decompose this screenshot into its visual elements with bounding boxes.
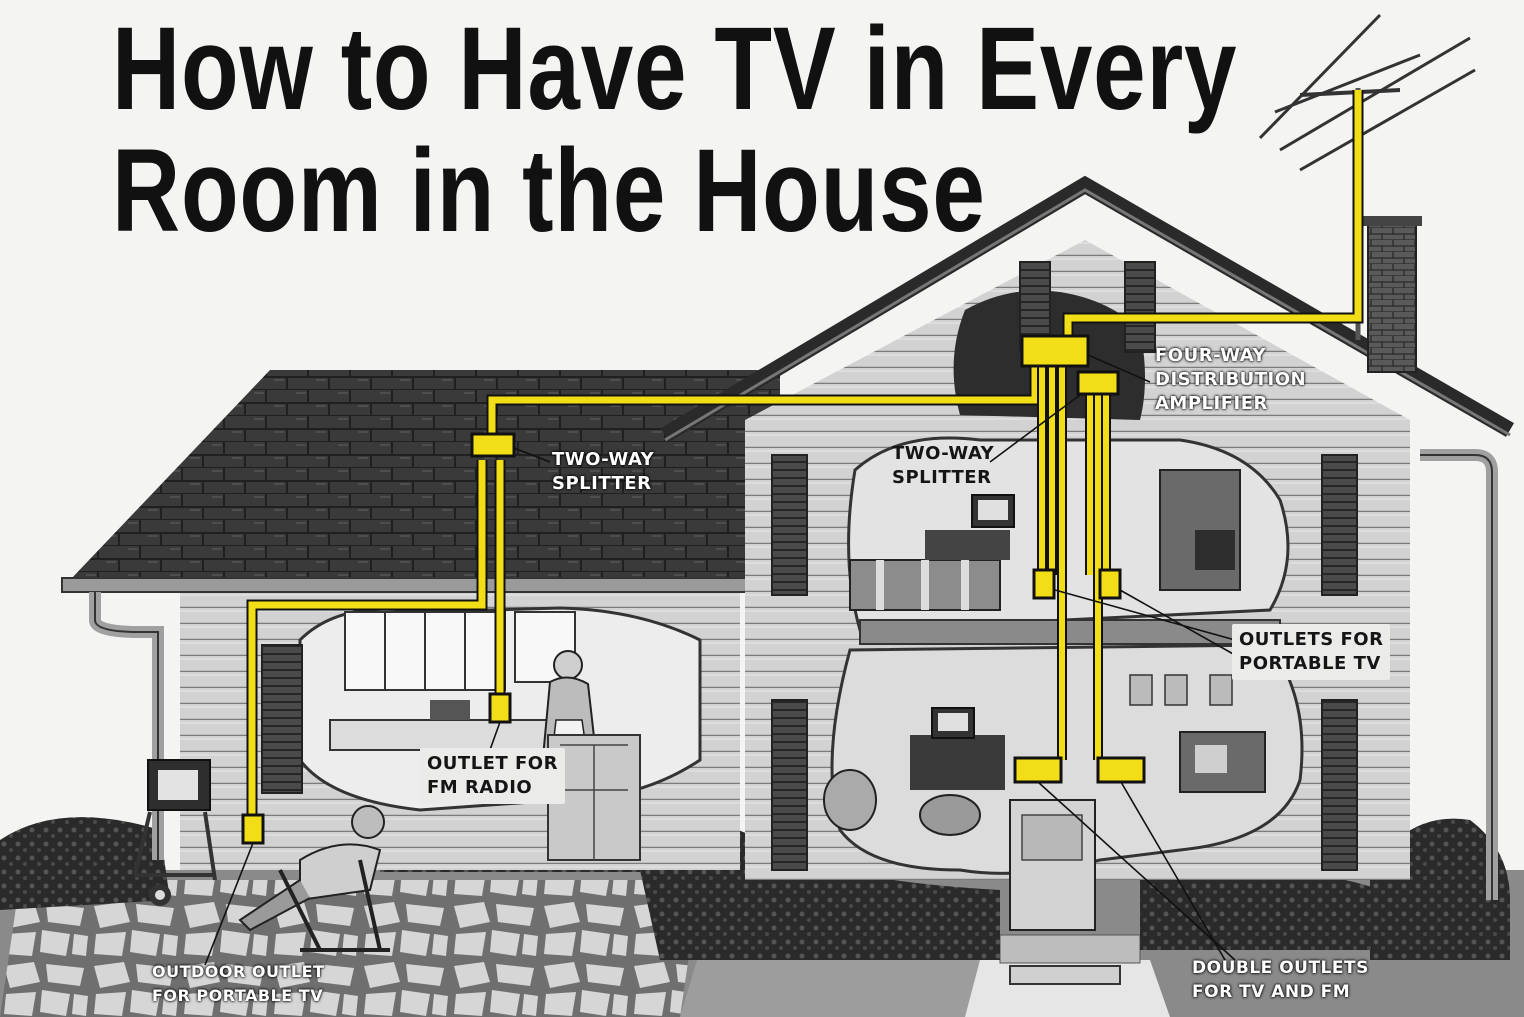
shutter bbox=[1125, 262, 1155, 352]
chimney bbox=[1368, 222, 1416, 372]
label-line: FOUR-WAY bbox=[1155, 344, 1306, 368]
outlet-fm-radio bbox=[490, 694, 510, 722]
shutter bbox=[1322, 455, 1357, 595]
label-line: SPLITTER bbox=[552, 472, 654, 496]
double-outlet-left bbox=[1015, 758, 1061, 782]
outlet-outdoor bbox=[243, 815, 263, 843]
hedge bbox=[1140, 872, 1380, 950]
label-double-outlets: DOUBLE OUTLETS FOR TV AND FM bbox=[1192, 956, 1369, 1004]
label-line: SPLITTER bbox=[892, 466, 994, 490]
headline-line-2: Room in the House bbox=[112, 132, 986, 250]
headline-line-1: How to Have TV in Every bbox=[112, 10, 1237, 128]
label-outlets-portable-tv: OUTLETS FOR PORTABLE TV bbox=[1232, 624, 1390, 680]
label-line: TWO-WAY bbox=[892, 442, 994, 466]
label-line: OUTLET FOR bbox=[427, 752, 558, 776]
dresser bbox=[925, 530, 1010, 560]
label-line: FM RADIO bbox=[427, 776, 558, 800]
floor-slab bbox=[860, 620, 1280, 644]
label-outdoor-outlet: OUTDOOR OUTLET FOR PORTABLE TV bbox=[152, 960, 324, 1008]
label-line: PORTABLE TV bbox=[1239, 652, 1383, 676]
kitchen-counter bbox=[330, 720, 570, 750]
double-outlet-right bbox=[1098, 758, 1144, 782]
label-two-way-splitter-right: TWO-WAY SPLITTER bbox=[892, 442, 994, 490]
woman-figure bbox=[554, 651, 582, 679]
label-four-way-amplifier: FOUR-WAY DISTRIBUTION AMPLIFIER bbox=[1155, 344, 1306, 416]
label-line: DISTRIBUTION bbox=[1155, 368, 1306, 392]
label-line: DOUBLE OUTLETS bbox=[1192, 956, 1369, 980]
gutter bbox=[62, 578, 752, 592]
four-way-amplifier bbox=[1022, 336, 1088, 366]
outlet-upstairs-left bbox=[1034, 570, 1054, 598]
label-line: FOR TV AND FM bbox=[1192, 980, 1369, 1004]
two-way-splitter-left bbox=[472, 434, 514, 456]
seated-figure bbox=[920, 795, 980, 835]
label-line: TWO-WAY bbox=[552, 448, 654, 472]
label-line: OUTDOOR OUTLET bbox=[152, 960, 324, 984]
label-two-way-splitter-left: TWO-WAY SPLITTER bbox=[552, 448, 654, 496]
seated-figure bbox=[824, 770, 876, 830]
shutter bbox=[772, 455, 807, 595]
label-line: AMPLIFIER bbox=[1155, 392, 1306, 416]
outlet-upstairs-right bbox=[1100, 570, 1120, 598]
shutter bbox=[772, 700, 807, 870]
fm-radio bbox=[430, 700, 470, 720]
label-outlet-fm-radio: OUTLET FOR FM RADIO bbox=[420, 748, 565, 804]
label-line: FOR PORTABLE TV bbox=[152, 984, 324, 1008]
tv-cabinet bbox=[910, 735, 1005, 790]
shutter bbox=[1322, 700, 1357, 870]
label-line: OUTLETS FOR bbox=[1239, 628, 1383, 652]
shutter bbox=[262, 645, 302, 793]
two-way-splitter-right bbox=[1078, 372, 1118, 394]
